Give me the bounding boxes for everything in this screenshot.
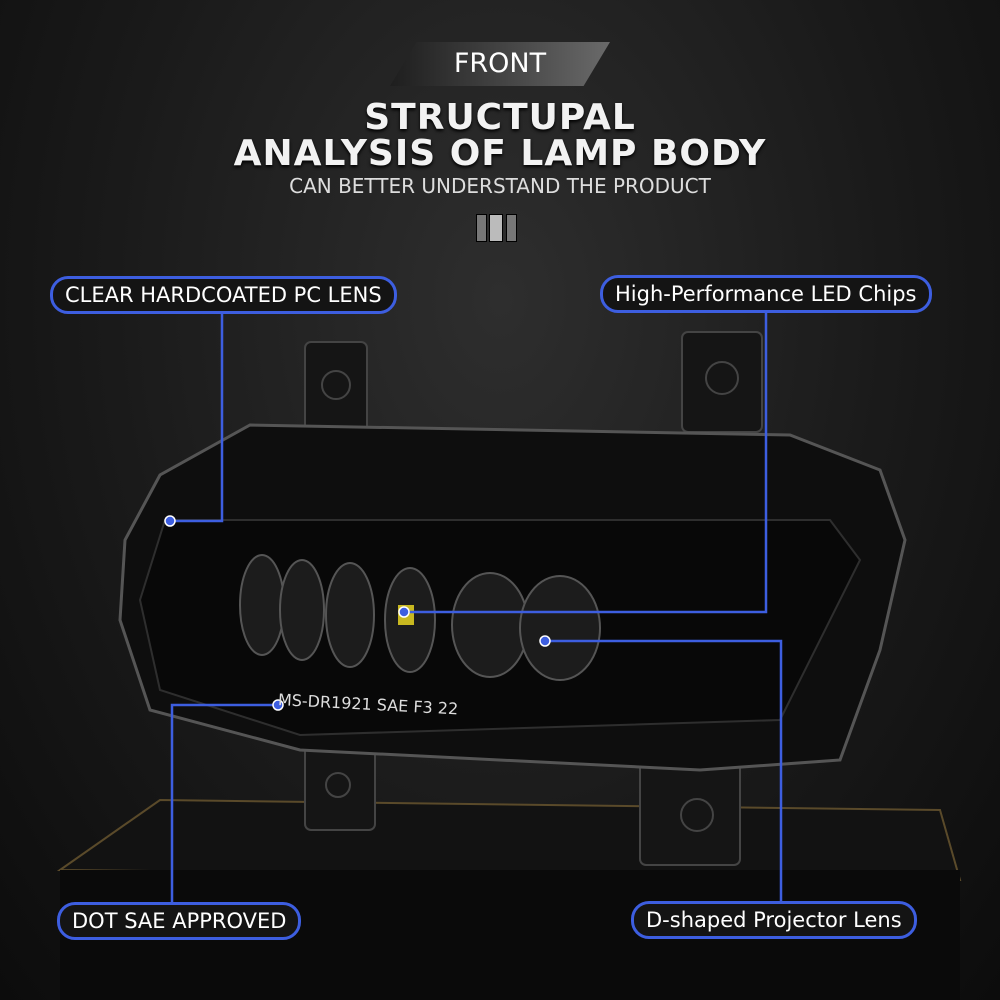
- front-tag: FRONT: [390, 42, 610, 86]
- front-tag-label: FRONT: [453, 48, 547, 79]
- subtitle: CAN BETTER UNDERSTAND THE PRODUCT: [289, 174, 711, 198]
- title-line-1: STRUCTUPAL: [364, 97, 636, 138]
- callout-clear-lens: CLEAR HARDCOATED PC LENS: [50, 276, 397, 314]
- callout-led-chips: High-Performance LED Chips: [600, 275, 932, 313]
- title-line-2: ANALYSIS OF LAMP BODY: [233, 133, 767, 174]
- callout-dot-sae: DOT SAE APPROVED: [57, 902, 302, 940]
- callout-projector-lens: D-shaped Projector Lens: [631, 901, 917, 939]
